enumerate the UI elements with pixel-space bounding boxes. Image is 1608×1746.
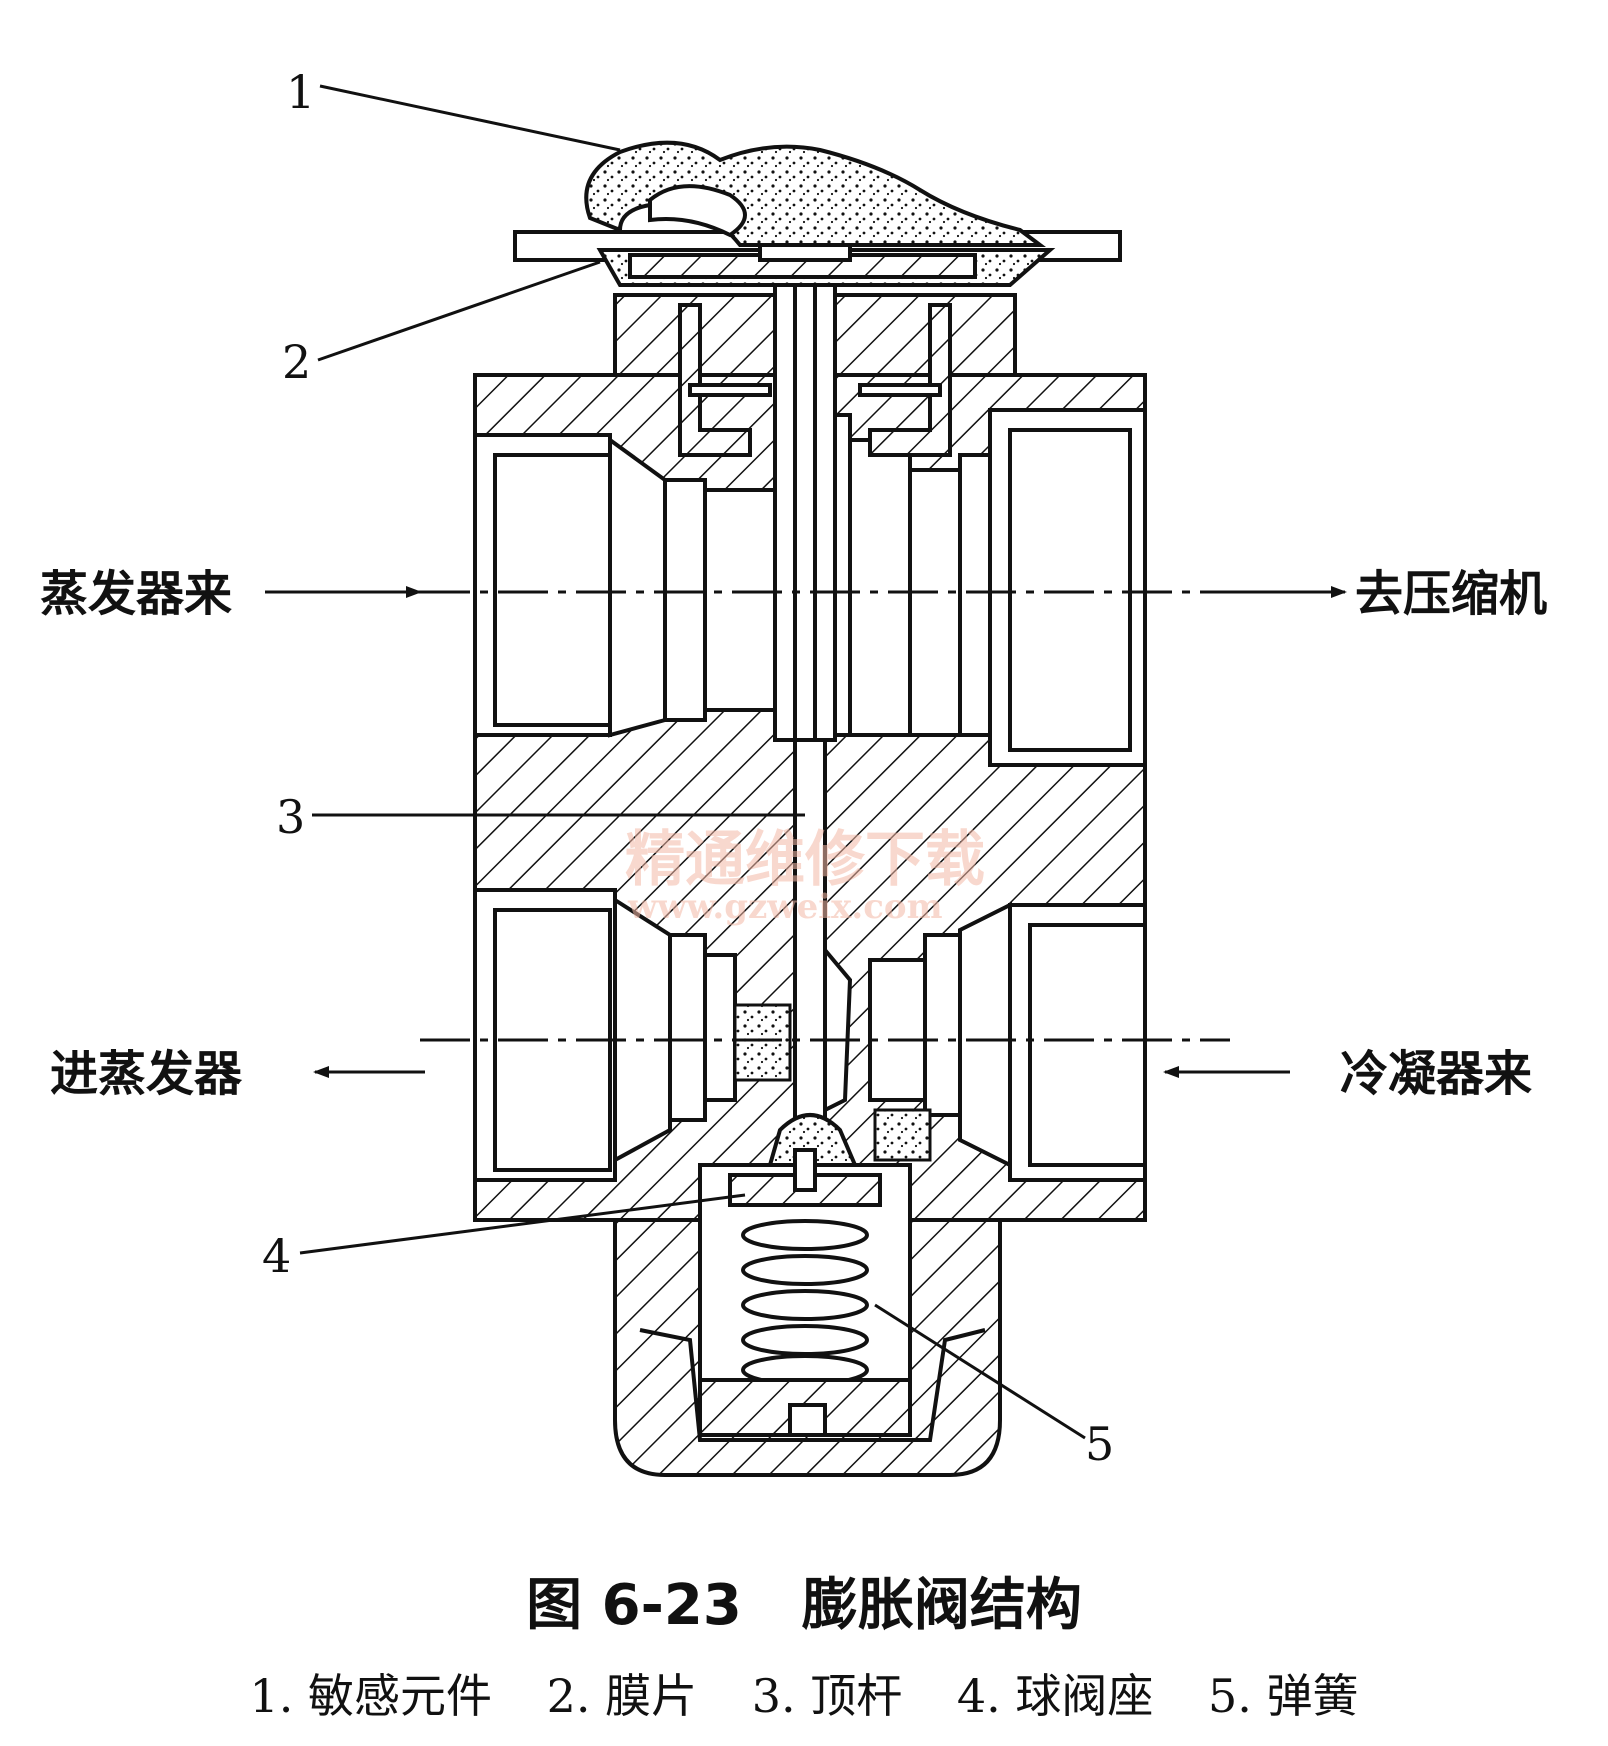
part-number-3: 3: [276, 790, 305, 844]
leader-lines: [299, 84, 1086, 1440]
ball-valve-seat: [698, 1113, 912, 1382]
lower-passage: [473, 888, 1147, 1182]
legend-item: 5. 弹簧: [1208, 1669, 1359, 1723]
push-rod: [773, 248, 853, 1122]
legend-item: 2. 膜片: [546, 1669, 698, 1723]
watermark-url: www.gzweix.com: [627, 887, 943, 927]
diaphragm-assembly: [513, 140, 1122, 287]
label-evaporator-in: 蒸发器来: [40, 566, 232, 622]
label-to-evaporator: 进蒸发器: [50, 1046, 243, 1102]
label-condenser-in: 冷凝器来: [1340, 1046, 1532, 1102]
label-to-compressor: 去压缩机: [1355, 566, 1547, 622]
legend-item: 1. 敏感元件: [249, 1669, 492, 1723]
legend-item: 4. 球阀座: [956, 1669, 1154, 1723]
watermark-text: 精通维修下载: [625, 825, 985, 895]
seal-blocks: [733, 1003, 932, 1162]
flow-lines: [265, 586, 1347, 1078]
upper-bushing: [678, 303, 952, 457]
parts-legend: 1. 敏感元件 2. 膜片 3. 顶杆 4. 球阀座 5. 弹簧: [0, 1660, 1608, 1726]
part-number-4: 4: [262, 1229, 291, 1283]
sensing-element: [584, 140, 1046, 247]
part-number-5: 5: [1085, 1417, 1114, 1471]
part-number-2: 2: [282, 335, 311, 389]
spring-base: [639, 1328, 986, 1442]
figure-name: 膨胀阀结构: [801, 1573, 1082, 1638]
figure-number: 图 6-23: [526, 1573, 742, 1638]
figure-title: 图 6-23 膨胀阀结构: [0, 1560, 1608, 1641]
legend-item: 3. 顶杆: [751, 1669, 903, 1723]
part-number-1: 1: [286, 65, 315, 119]
